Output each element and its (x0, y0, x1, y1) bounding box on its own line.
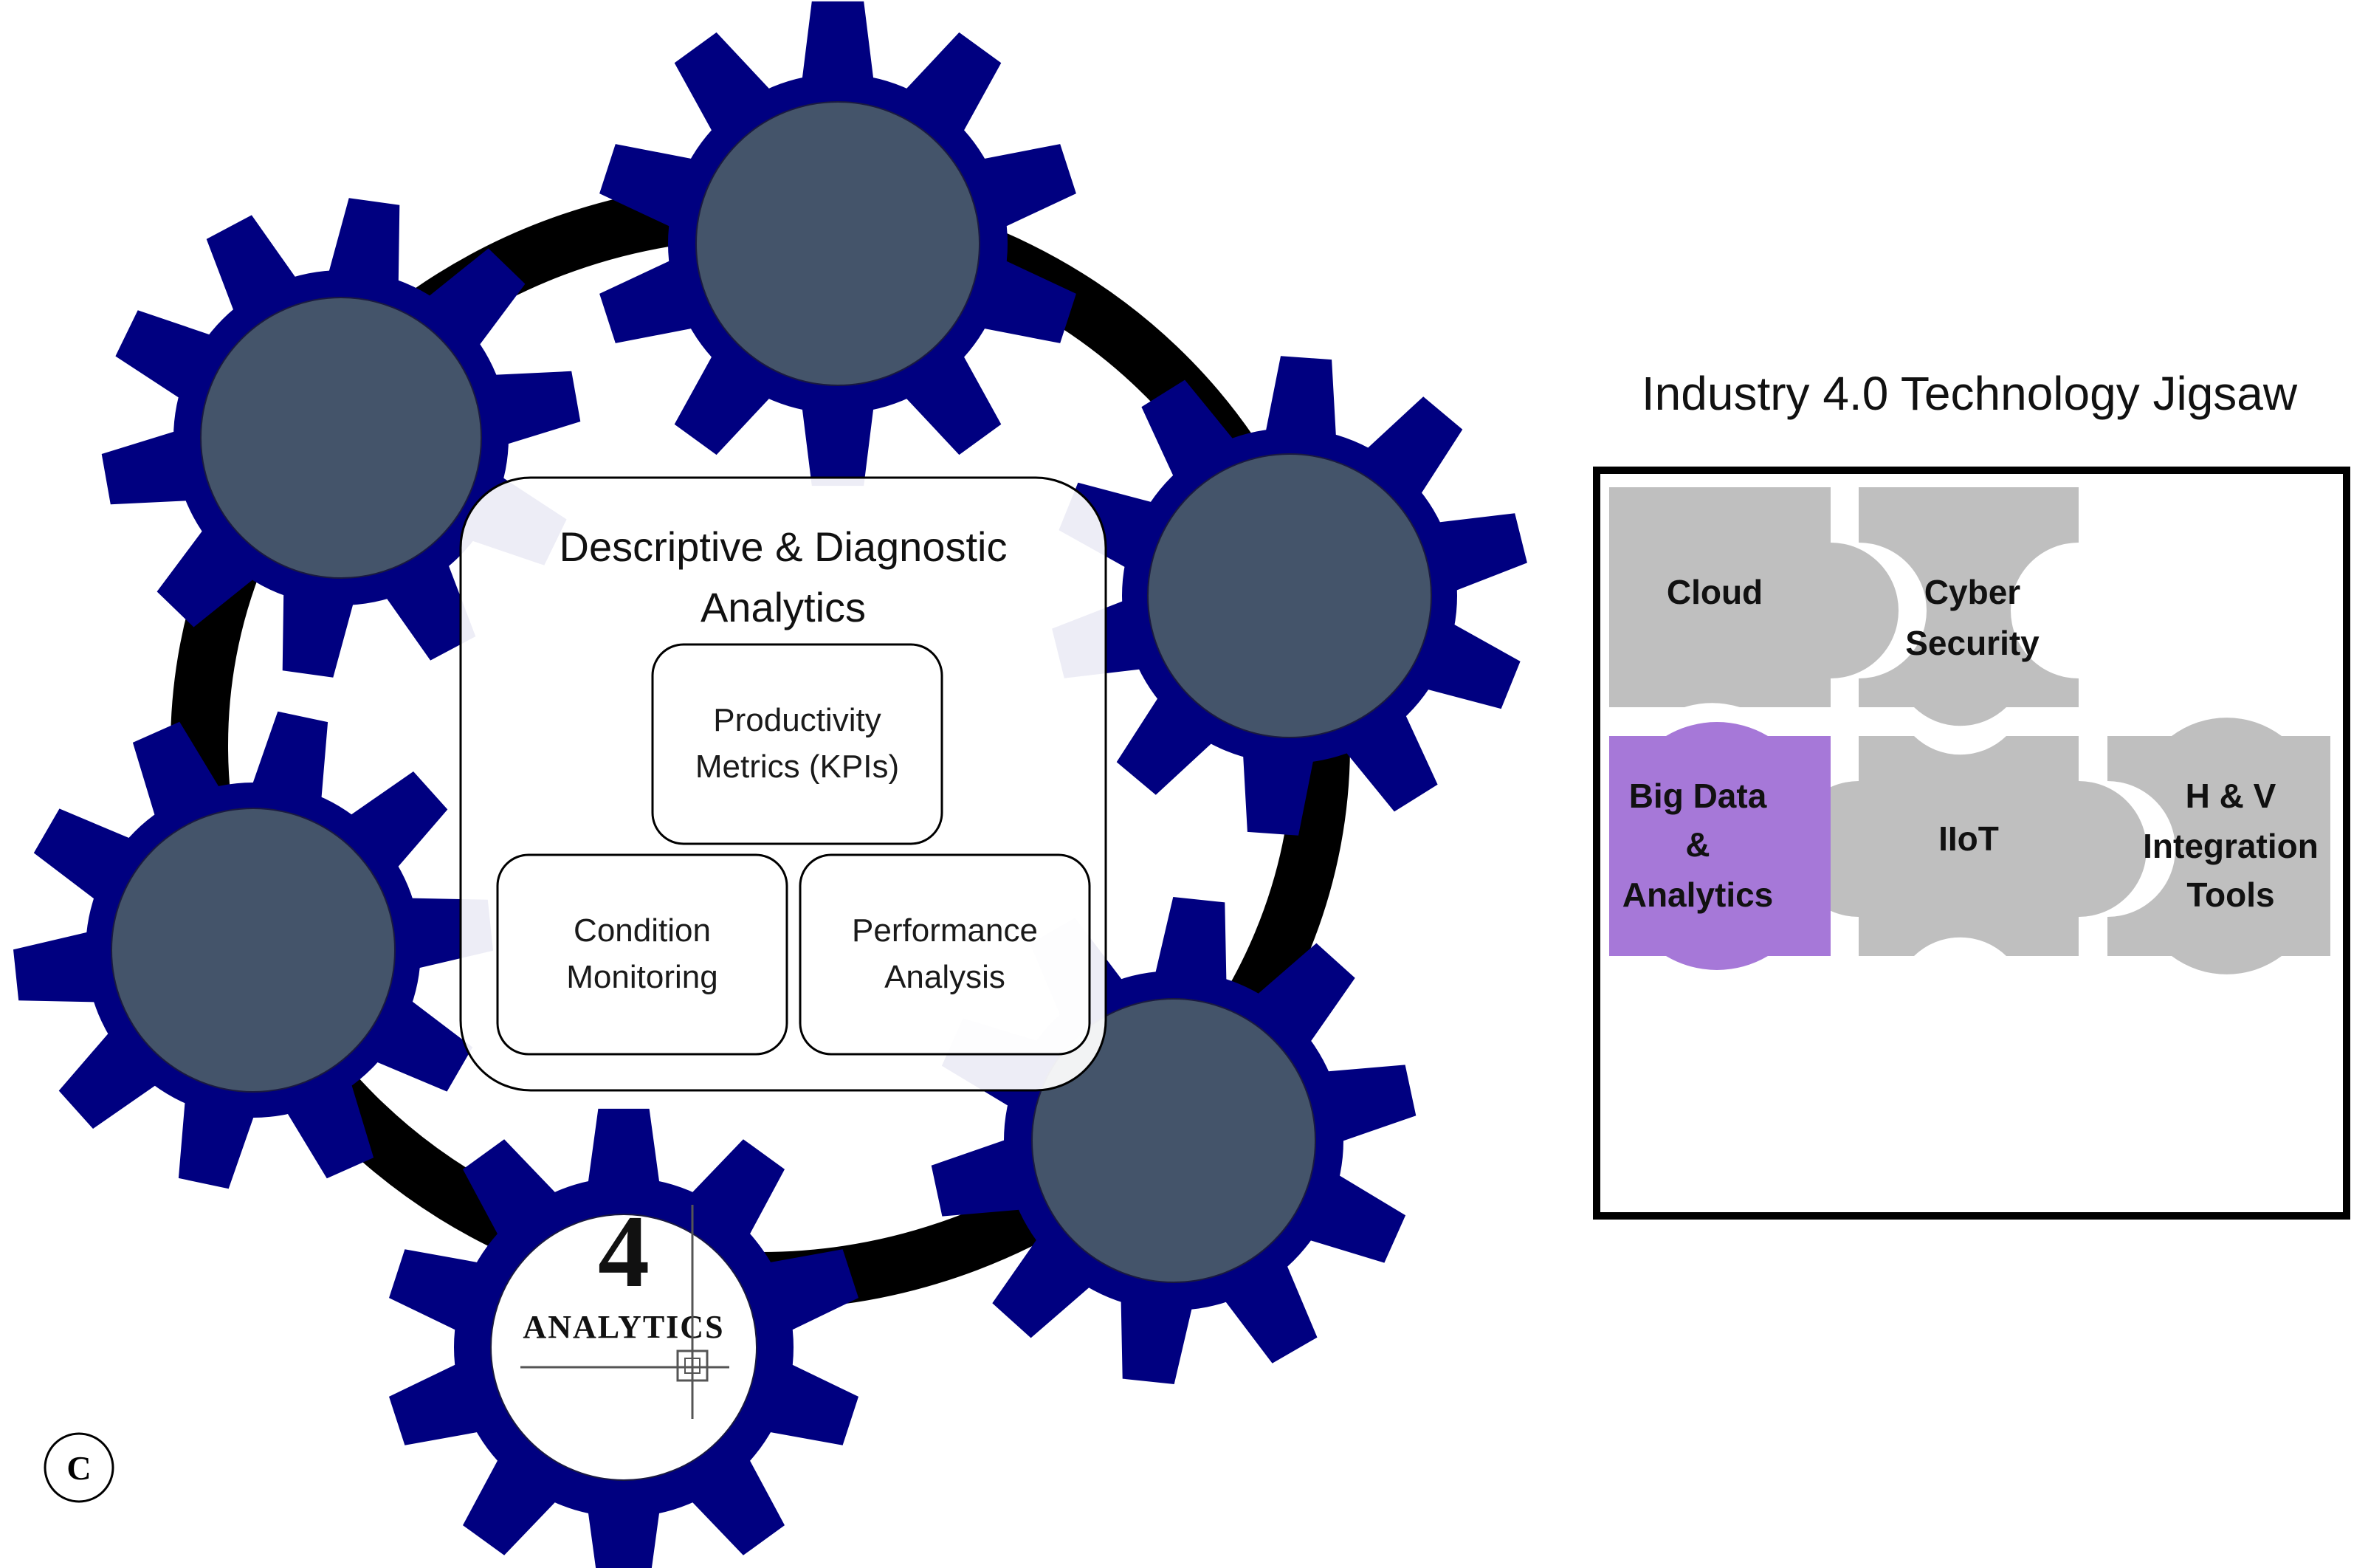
logo-word: ANALYTICS (523, 1309, 724, 1345)
analytics-box: Descriptive & Diagnostic Analytics Produ… (459, 476, 1107, 1092)
puzzle-piece-cyber-security (1859, 487, 2079, 726)
gear-cluster (13, 1, 1527, 1568)
puzzle-label-cyber-line1: Cyber (1924, 573, 2020, 611)
performance-analysis-box (799, 853, 1091, 1056)
puzzle-piece-hv-integration-tools (2107, 718, 2330, 974)
puzzle-piece-cloud (1609, 487, 1899, 707)
puzzle-label-hv-line2: Integration (2143, 827, 2319, 865)
gear-upper-left (101, 198, 581, 678)
puzzle-label-bigdata-line2: & (1685, 825, 1710, 864)
gear-hub (1031, 998, 1316, 1283)
analytics-logo: 4 ANALYTICS (520, 1194, 729, 1419)
gear-hub (490, 1214, 757, 1481)
logo-number: 4 (598, 1194, 650, 1309)
gear-top (599, 1, 1076, 486)
gear-hub (111, 808, 396, 1093)
panel-label-text: C (66, 1449, 91, 1487)
gear-hub (200, 297, 482, 579)
puzzle-label-iiot: IIoT (1938, 819, 1999, 858)
puzzle-label-bigdata-line3: Analytics (1622, 876, 1774, 914)
puzzle-piece-iiot (1791, 736, 2147, 956)
analytics-box-title-line2: Analytics (701, 584, 866, 630)
puzzle-piece-big-data-analytics (1609, 722, 1831, 970)
puzzle-label-cloud: Cloud (1667, 573, 1763, 611)
logo-square-inner (684, 1358, 701, 1374)
performance-analysis-line1: Performance (852, 912, 1038, 949)
panel-label: C (44, 1432, 114, 1503)
jigsaw-title: Industry 4.0 Technology Jigsaw (1642, 367, 2298, 420)
puzzle-label-hv-line1: H & V (2186, 777, 2276, 815)
logo-square-outer (676, 1349, 709, 1382)
kpi-box-line1: Productivity (713, 702, 881, 738)
condition-monitoring-line1: Condition (574, 912, 711, 949)
gear-hub (1147, 453, 1432, 738)
panel-label-circle (44, 1432, 114, 1503)
gear-logo (389, 1108, 858, 1568)
puzzle-label-cyber-line2: Security (1905, 624, 2040, 662)
condition-monitoring-line2: Monitoring (566, 959, 717, 995)
analytics-box-title-line1: Descriptive & Diagnostic (560, 523, 1008, 570)
gear-middle-left (13, 711, 493, 1189)
kpi-box-line2: Metrics (KPIs) (695, 749, 899, 785)
performance-analysis-line2: Analysis (884, 959, 1005, 995)
kpi-box (651, 643, 943, 845)
gear-hub (695, 101, 980, 386)
jigsaw-panel: Industry 4.0 Technology Jigsaw Cloud Cyb… (1593, 367, 2350, 1220)
puzzle-label-bigdata-line1: Big Data (1629, 777, 1767, 815)
gear-upper-right (1052, 356, 1527, 836)
puzzle-label-hv-line3: Tools (2186, 876, 2274, 914)
condition-monitoring-box (496, 853, 788, 1056)
